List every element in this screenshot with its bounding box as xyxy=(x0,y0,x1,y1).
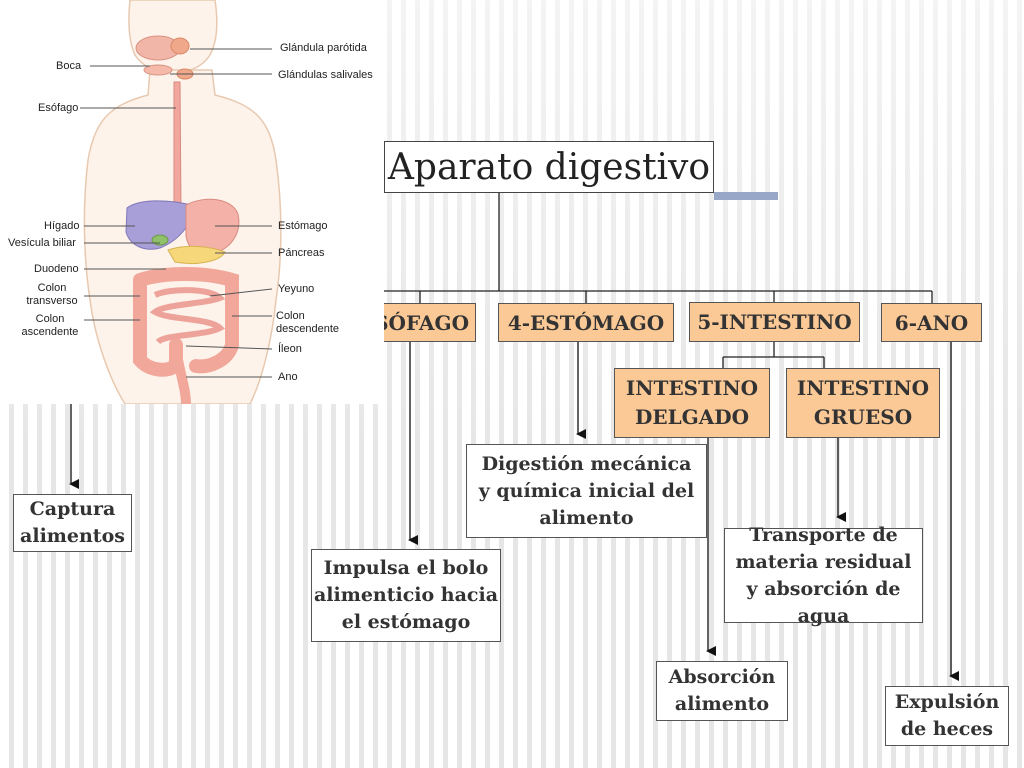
label-yeyuno: Yeyuno xyxy=(278,283,315,295)
label-colon-transverso: Colon transverso xyxy=(26,282,78,307)
label-ileon: Íleon xyxy=(278,343,302,355)
subcategory-intestino-delgado: INTESTINO DELGADO xyxy=(614,368,770,438)
label-pancreas: Páncreas xyxy=(278,247,325,259)
label-higado: Hígado xyxy=(44,220,80,232)
label-estomago: Estómago xyxy=(278,220,328,232)
function-captura: Captura alimentos xyxy=(13,494,132,552)
label-boca: Boca xyxy=(56,60,82,72)
label-colon-ascendente: Colon ascendente xyxy=(21,313,79,338)
function-absorcion: Absorción alimento xyxy=(656,661,788,721)
title-accent-bar xyxy=(714,192,778,200)
function-digestion: Digestión mecánica y química inicial del… xyxy=(466,444,707,538)
label-colon-descendente: Colon descendente xyxy=(276,310,339,335)
label-vesicula: Vesícula biliar xyxy=(8,237,76,249)
function-expulsion: Expulsión de heces xyxy=(885,686,1009,746)
label-parotida: Glándula parótida xyxy=(280,42,367,54)
function-transporte: Transporte de materia residual y absorci… xyxy=(724,524,923,627)
label-salivales: Glándulas salivales xyxy=(278,69,373,81)
category-ano: 6-ANO xyxy=(881,303,982,342)
label-esofago: Esófago xyxy=(38,102,79,114)
label-duodeno: Duodeno xyxy=(34,263,79,275)
digestive-system-illustration: Glándula parótida Boca Glándulas salival… xyxy=(0,0,384,405)
label-ano: Ano xyxy=(278,371,298,383)
diagram-title: Aparato digestivo xyxy=(384,141,714,193)
anatomy-figure xyxy=(80,0,282,405)
function-impulsa: Impulsa el bolo alimenticio hacia el est… xyxy=(311,549,501,642)
category-intestino: 5-INTESTINO xyxy=(689,302,860,342)
subcategory-intestino-grueso: INTESTINO GRUESO xyxy=(786,368,940,438)
category-estomago: 4-ESTÓMAGO xyxy=(498,303,674,342)
